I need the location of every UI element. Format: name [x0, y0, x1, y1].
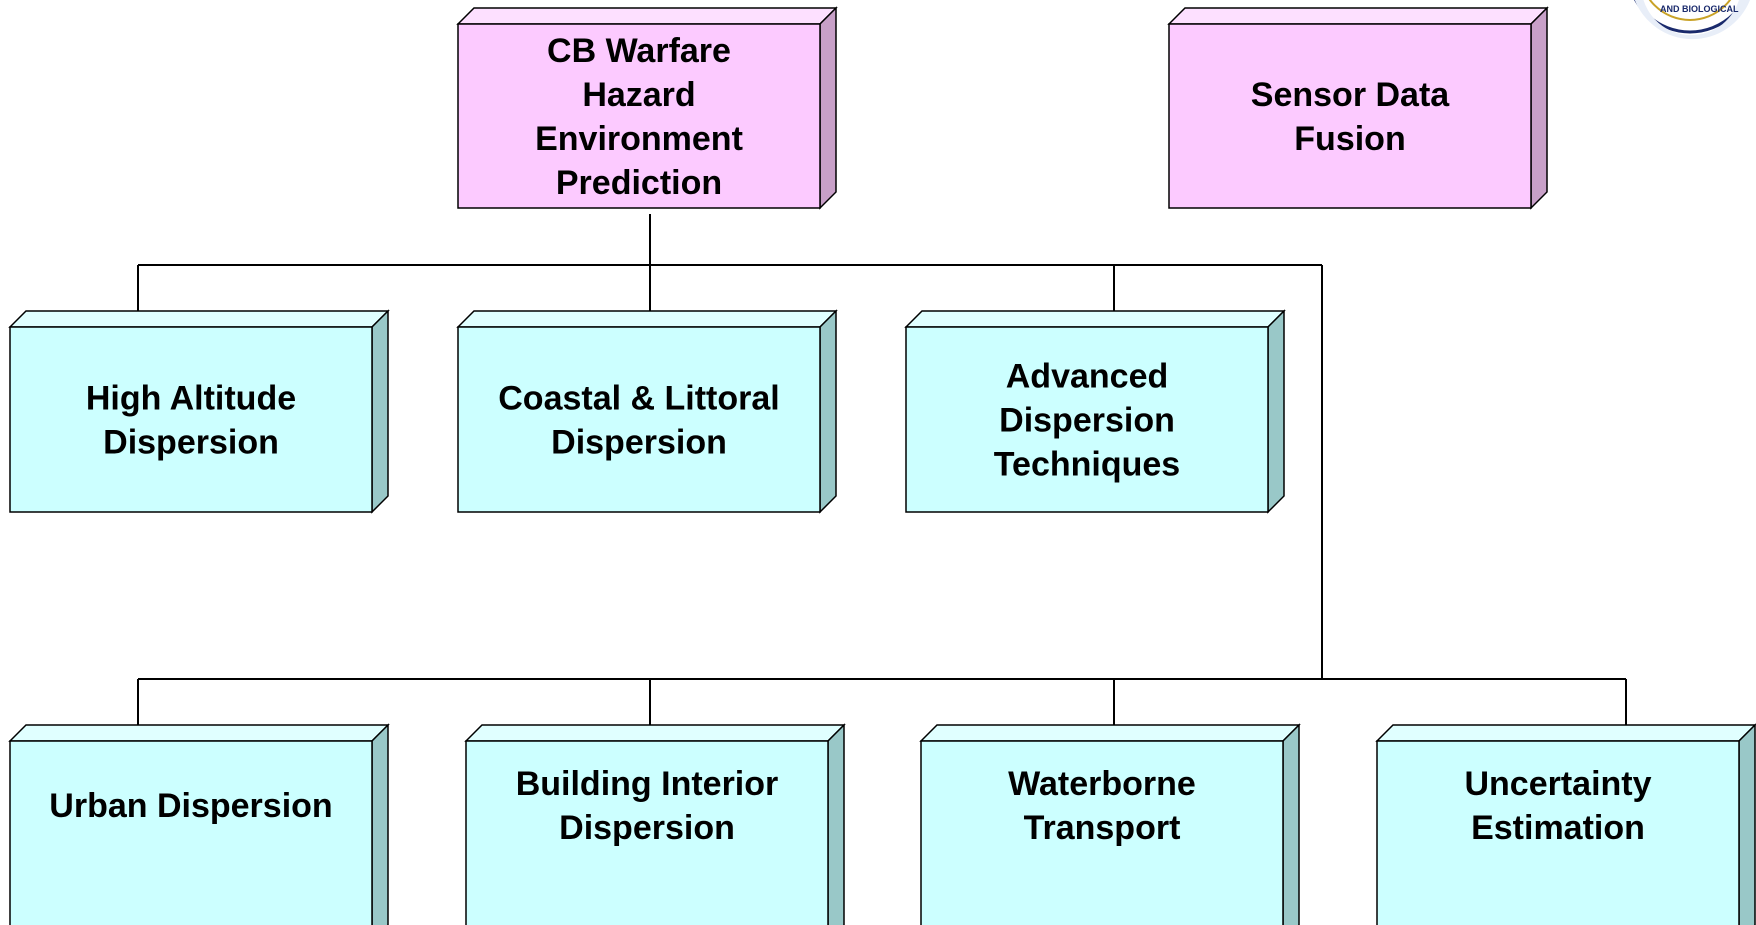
box-front-face [465, 740, 829, 925]
box-front-face [457, 326, 821, 513]
box-side-face [371, 309, 389, 514]
box-top-face [1375, 724, 1756, 742]
box-label-line: Urban Dispersion [49, 787, 332, 825]
box-side-face [1738, 723, 1756, 925]
box-label-line: Waterborne [1008, 765, 1196, 803]
box-front-face [457, 23, 821, 209]
box-label-line: High Altitude [86, 380, 296, 418]
box-side-face [819, 6, 837, 210]
box-label-line: Uncertainty [1464, 765, 1651, 803]
box-label-line: Estimation [1471, 809, 1645, 847]
box-label-line: Advanced [1006, 358, 1169, 396]
box-label-line: Coastal & Littoral [498, 380, 779, 418]
box-label-line: Hazard [582, 76, 695, 114]
box-top-face [8, 724, 390, 742]
box-top-face [904, 310, 1286, 328]
box-label-line: Techniques [994, 446, 1180, 484]
box-top-face [464, 724, 846, 742]
box-side-face [1282, 723, 1300, 925]
box-label-line: Building Interior [516, 765, 779, 803]
box-label-line: Dispersion [559, 809, 735, 847]
box-side-face [371, 723, 389, 925]
box-top-face [919, 724, 1301, 742]
box-top-face [8, 310, 390, 328]
box-top-face [1167, 7, 1549, 25]
box-top-face [456, 310, 838, 328]
seal-label: AND BIOLOGICAL [1660, 4, 1739, 14]
box-front-face [920, 740, 1284, 925]
box-label-line: Fusion [1294, 120, 1405, 158]
box-label-line: Dispersion [103, 424, 279, 462]
box-side-face [1267, 309, 1285, 514]
box-side-face [819, 309, 837, 514]
box-label-line: CB Warfare [547, 32, 731, 70]
box-label-line: Dispersion [551, 424, 727, 462]
box-side-face [1530, 6, 1548, 210]
box-front-face [9, 740, 373, 925]
seal-band [1634, 0, 1750, 40]
box-side-face [827, 723, 845, 925]
box-front-face [9, 326, 373, 513]
box-top-face [456, 7, 838, 25]
seal-logo: AND BIOLOGICAL [1634, 0, 1750, 40]
box-front-face [1168, 23, 1532, 209]
box-label-line: Dispersion [999, 402, 1175, 440]
box-front-face [905, 326, 1269, 513]
connector-lines [137, 214, 1627, 726]
box-label-line: Prediction [556, 164, 722, 202]
node-urban-dispersion: Urban Dispersion [8, 723, 390, 925]
box-label-line: Sensor Data [1251, 76, 1450, 114]
box-front-face [1376, 740, 1740, 925]
box-label-line: Transport [1024, 809, 1181, 847]
seal-inner-ring [1648, 0, 1732, 21]
box-label-line: Environment [535, 120, 743, 158]
